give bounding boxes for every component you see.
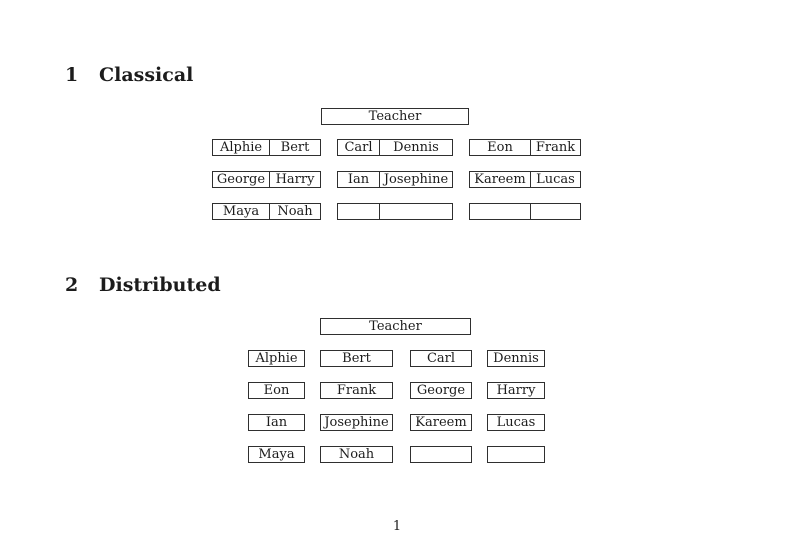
seat: Alphie — [213, 140, 270, 155]
desk-single: Dennis — [487, 350, 545, 367]
section-heading-distributed: 2 Distributed — [65, 274, 221, 296]
seat-empty — [470, 204, 531, 219]
teacher-box-classical: Teacher — [321, 108, 469, 125]
section-title: Distributed — [99, 274, 221, 296]
section-title: Classical — [99, 64, 194, 86]
seat: Carl — [338, 140, 380, 155]
desk-single: Lucas — [487, 414, 545, 431]
teacher-box-distributed: Teacher — [320, 318, 471, 335]
desk-single: Ian — [248, 414, 305, 431]
desk-pair: George Harry — [212, 171, 321, 188]
seat: Eon — [470, 140, 531, 155]
desk-pair: Carl Dennis — [337, 139, 453, 156]
desk-pair: Maya Noah — [212, 203, 321, 220]
seat: Kareem — [470, 172, 531, 187]
desk-single-empty — [487, 446, 545, 463]
desk-single: Frank — [320, 382, 393, 399]
desk-pair: Eon Frank — [469, 139, 581, 156]
desk-single: Noah — [320, 446, 393, 463]
desk-single: Harry — [487, 382, 545, 399]
desk-pair: Alphie Bert — [212, 139, 321, 156]
seat: Frank — [535, 140, 576, 155]
desk-single-empty — [410, 446, 472, 463]
seat: Josephine — [383, 172, 449, 187]
seat: Harry — [275, 172, 315, 187]
seat: Noah — [277, 204, 313, 219]
desk-pair-empty — [337, 203, 453, 220]
desk-single: George — [410, 382, 472, 399]
desk-single: Josephine — [320, 414, 393, 431]
page-number: 1 — [392, 519, 402, 534]
seat: Ian — [338, 172, 380, 187]
desk-single: Maya — [248, 446, 305, 463]
seat-empty — [380, 204, 452, 219]
desk-single: Alphie — [248, 350, 305, 367]
section-heading-classical: 1 Classical — [65, 64, 193, 86]
section-number: 2 — [65, 274, 79, 296]
seat: Maya — [213, 204, 270, 219]
seat: Lucas — [536, 172, 575, 187]
desk-pair: Kareem Lucas — [469, 171, 581, 188]
desk-single: Carl — [410, 350, 472, 367]
section-number: 1 — [65, 64, 79, 86]
seat: Dennis — [393, 140, 439, 155]
desk-pair-empty — [469, 203, 581, 220]
seat: George — [213, 172, 270, 187]
desk-single: Eon — [248, 382, 305, 399]
desk-pair: Ian Josephine — [337, 171, 453, 188]
seat: Bert — [280, 140, 310, 155]
seat-empty — [531, 204, 580, 219]
desk-single: Bert — [320, 350, 393, 367]
seat-empty — [338, 204, 380, 219]
desk-single: Kareem — [410, 414, 472, 431]
